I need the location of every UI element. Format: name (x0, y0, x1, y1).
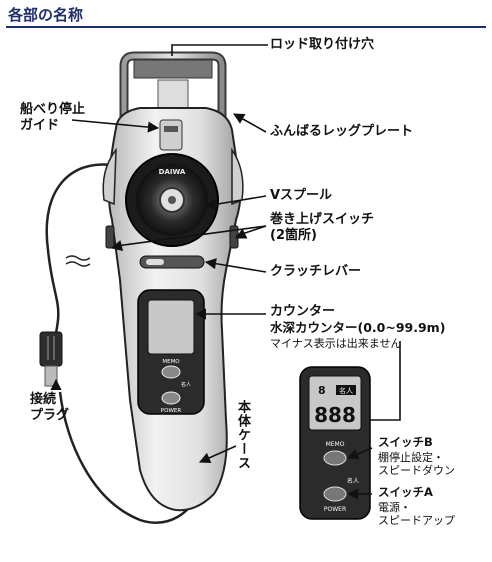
label-rod-hole: ロッド取り付け穴 (270, 37, 375, 52)
counter-panel: MEMO POWER 名人 (137, 289, 205, 415)
label-plug-2: プラグ (30, 408, 70, 423)
svg-text:POWER: POWER (161, 408, 182, 414)
svg-text:MEMO: MEMO (326, 441, 345, 448)
section-title: 各部の名称 (8, 6, 84, 24)
label-plug-1: 接続 (30, 392, 57, 407)
svg-text:MEMO: MEMO (162, 359, 180, 365)
label-leg-plate: ふんばるレッグプレート (270, 124, 414, 139)
lcd-small-digit: 8 (318, 384, 326, 397)
v-spool: DAIWA (125, 153, 219, 247)
label-switch-b-desc2: スピードダウン (378, 464, 455, 477)
label-stop-guide-1: 船べり停止 (20, 102, 86, 117)
leg-plate-frame (119, 51, 227, 140)
clutch-lever[interactable] (139, 255, 205, 269)
label-counter-2: 水深カウンター(0.0~99.9m) (270, 320, 446, 335)
label-clutch-lever: クラッチレバー (270, 264, 362, 279)
lcd-digits: 888 (314, 403, 356, 427)
leader-switch-b (346, 447, 373, 460)
label-v-spool: Vスプール (270, 188, 333, 203)
leader-clutch (204, 258, 267, 273)
section-header: 各部の名称 (6, 4, 486, 28)
label-winding-switch-2: (2箇所) (270, 228, 317, 243)
leader-v-spool (204, 195, 267, 210)
counter-zoom: 8 名人 888 MEMO 名人 POWER (299, 366, 371, 520)
cable-break-mark (65, 255, 91, 267)
label-switch-a-title: スイッチA (378, 485, 433, 499)
label-stop-guide-2: ガイド (20, 118, 60, 133)
label-switch-b-title: スイッチB (378, 435, 433, 449)
switch-b-button[interactable] (323, 450, 347, 466)
leader-leg-plate (233, 113, 267, 133)
winding-switch-left[interactable] (105, 225, 115, 249)
label-winding-switch-1: 巻き上げスイッチ (270, 212, 375, 227)
leader-body (198, 445, 237, 464)
stop-guide (159, 119, 183, 151)
label-body-case: 本体ケース (235, 400, 250, 470)
leader-zoom (370, 341, 401, 421)
switch-a-button[interactable] (323, 486, 347, 502)
connection-plug (39, 331, 63, 387)
label-switch-a-desc1: 電源・ (378, 501, 411, 514)
lcd-badge: 名人 (339, 386, 353, 395)
brand-mark: DAIWA (159, 168, 186, 176)
label-switch-b-desc1: 棚停止設定・ (378, 451, 444, 464)
label-counter-1: カウンター (270, 304, 336, 319)
label-switch-a-desc2: スピードアップ (378, 514, 455, 527)
svg-text:POWER: POWER (324, 506, 346, 513)
side-paddle-right (231, 147, 244, 206)
side-paddle-left (102, 147, 117, 206)
leader-rod-hole (171, 44, 268, 56)
leader-stop-guide (71, 119, 160, 133)
svg-text:名人: 名人 (347, 477, 359, 485)
label-counter-note: マイナス表示は出来ません (270, 337, 402, 350)
svg-text:名人: 名人 (181, 381, 191, 388)
